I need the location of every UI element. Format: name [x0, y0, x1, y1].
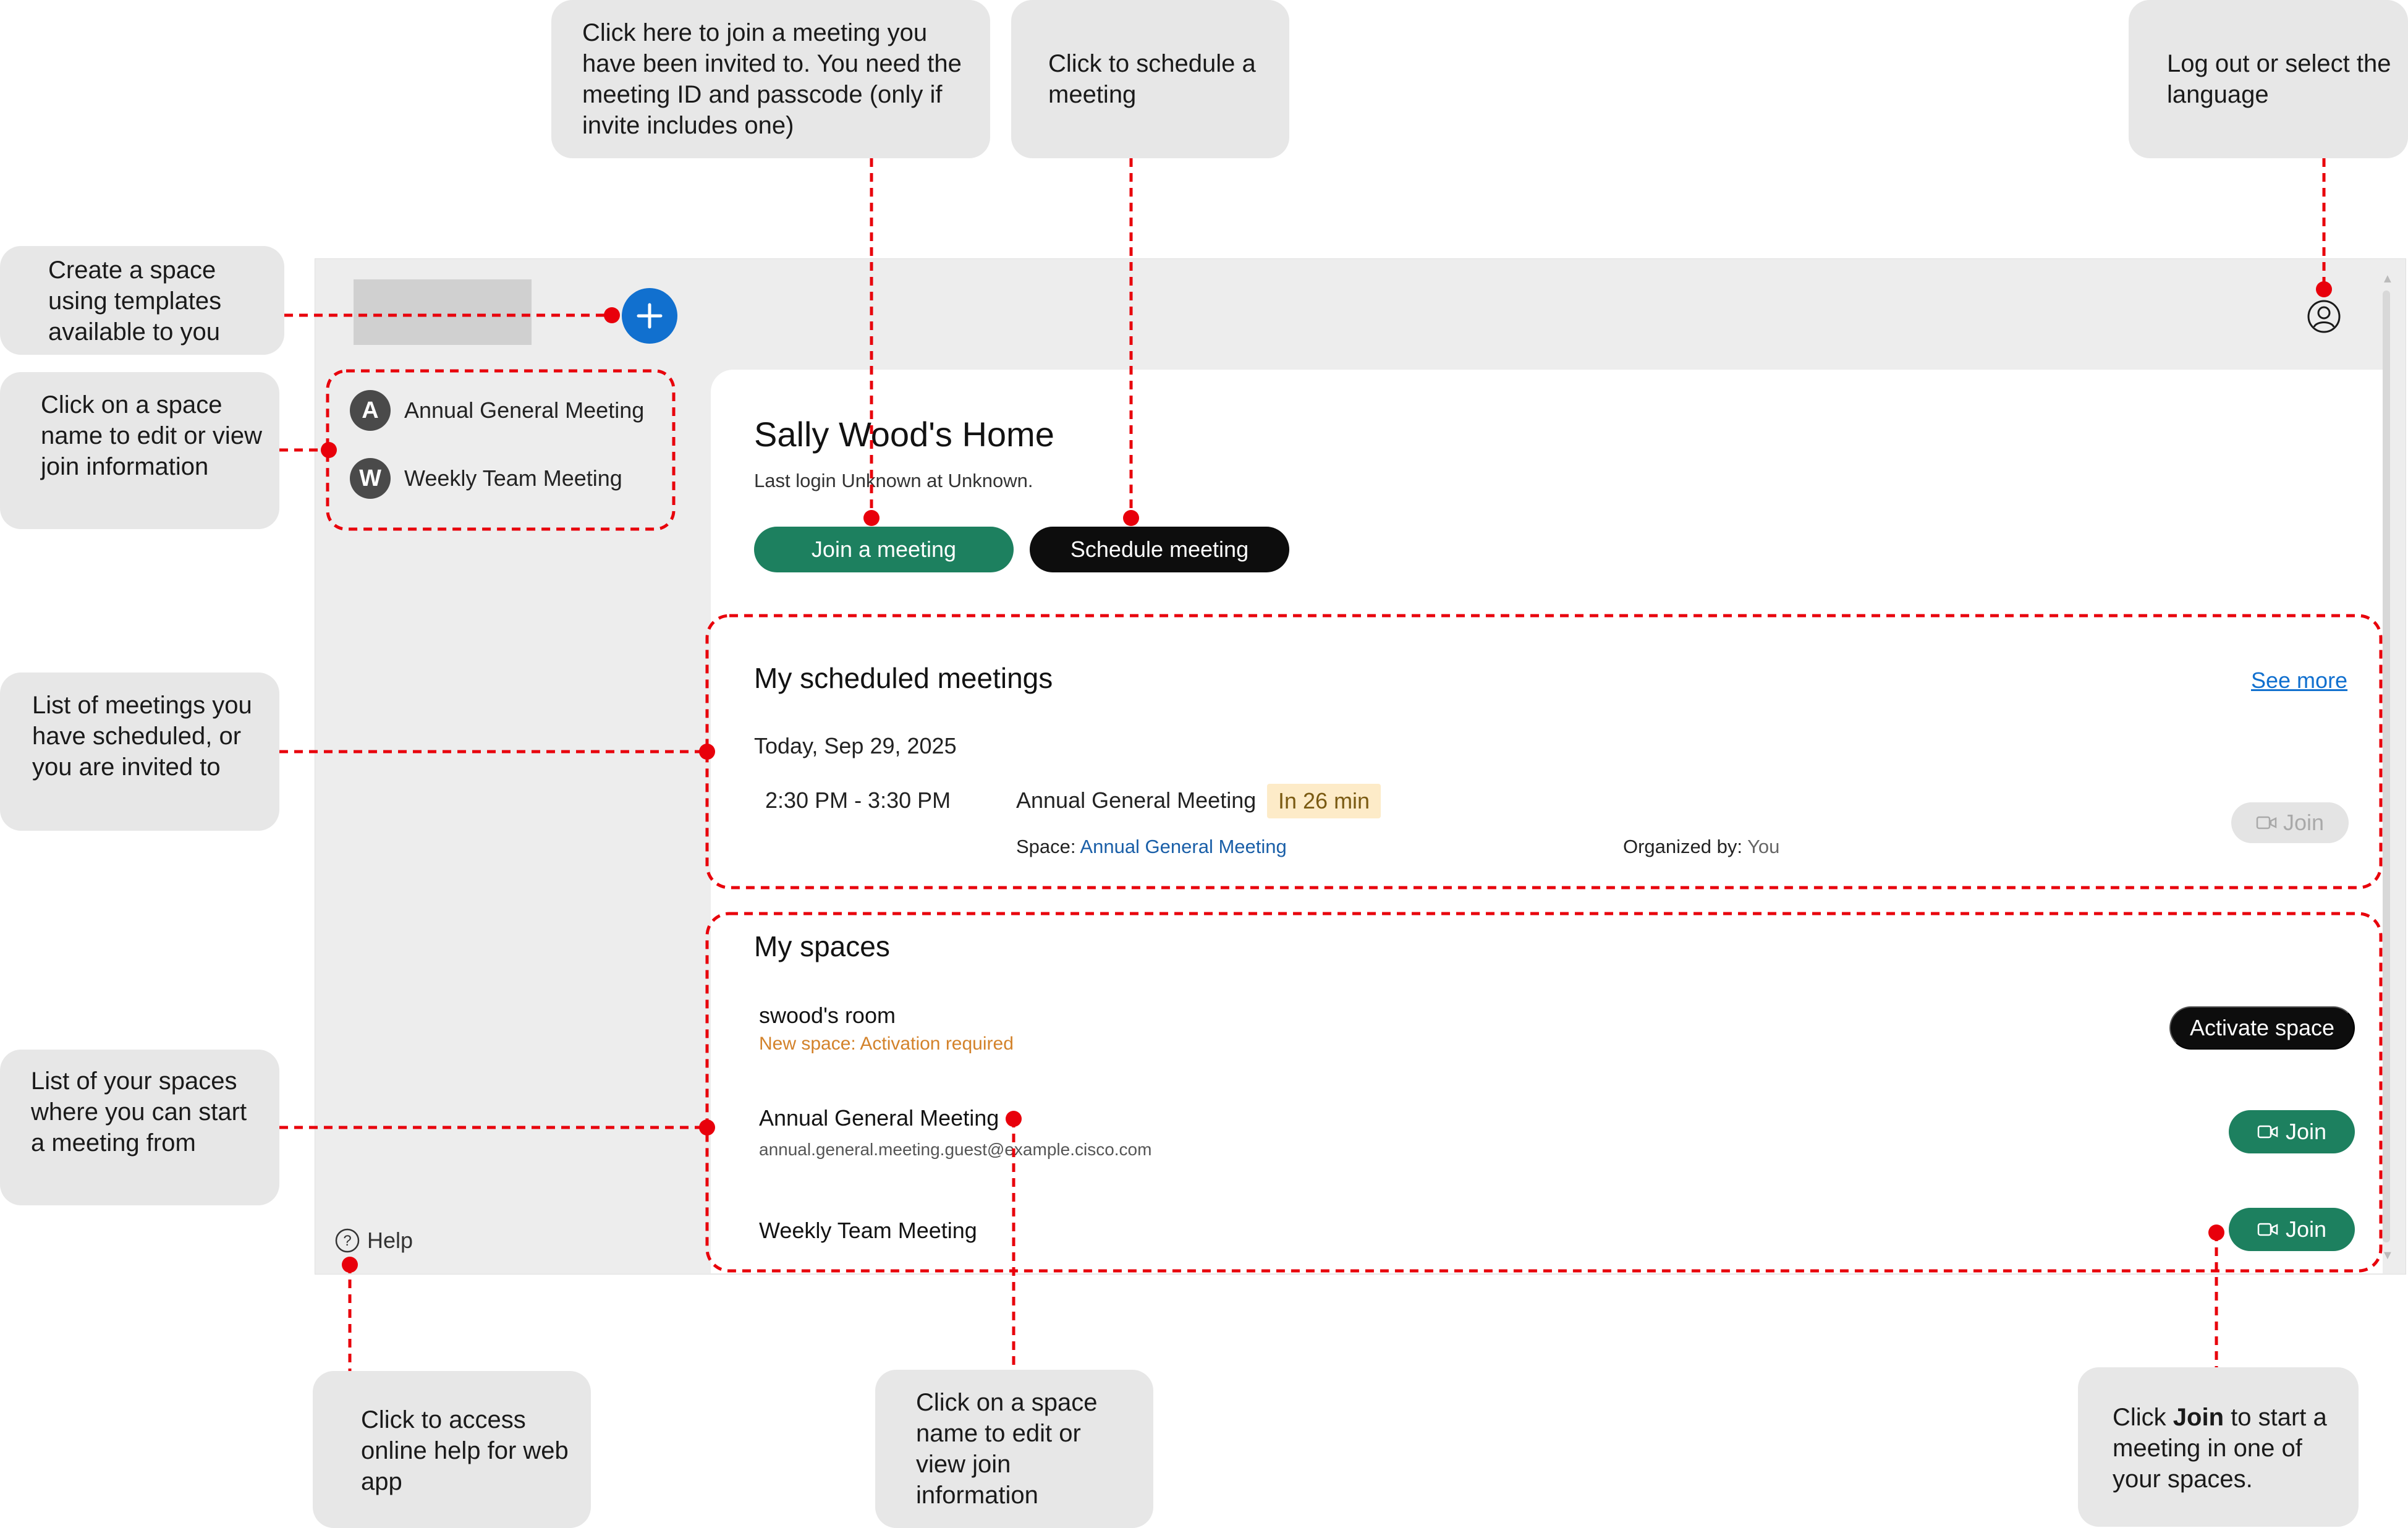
callout-space-name: Click on a space name to edit or view jo… — [875, 1370, 1153, 1528]
callout-sidebar-space: Click on a space name to edit or view jo… — [0, 372, 279, 529]
plus-icon — [637, 303, 663, 329]
last-login-text: Last login Unknown at Unknown. — [754, 470, 1033, 491]
meeting-time: 2:30 PM - 3:30 PM — [765, 787, 951, 813]
scroll-up-icon[interactable]: ▲ — [2381, 272, 2394, 286]
sidebar-item-label: Weekly Team Meeting — [404, 465, 622, 491]
sidebar-item-weekly-team-meeting[interactable]: W Weekly Team Meeting — [350, 454, 622, 503]
meeting-join-button[interactable]: Join — [2231, 802, 2349, 843]
avatar: A — [350, 390, 391, 431]
callout-logout: Log out or select the language — [2129, 0, 2408, 158]
sidebar-item-label: Annual General Meeting — [404, 397, 645, 423]
space-activation-notice: New space: Activation required — [759, 1034, 1014, 1054]
video-icon — [2257, 1125, 2278, 1139]
video-icon — [2256, 816, 2277, 830]
join-label: Join — [2285, 1216, 2327, 1242]
callout-schedule: Click to schedule a meeting — [1011, 0, 1289, 158]
join-meeting-button[interactable]: Join a meeting — [754, 527, 1014, 572]
create-space-button[interactable] — [622, 288, 677, 344]
callout-join-space-prefix: Click — [2113, 1404, 2173, 1431]
see-more-link[interactable]: See more — [2251, 668, 2348, 693]
organized-label: Organized by: — [1623, 836, 1742, 857]
my-spaces-title: My spaces — [754, 930, 890, 962]
space-join-button-weekly[interactable]: Join — [2229, 1208, 2355, 1251]
callout-join-space-bold: Join — [2173, 1404, 2224, 1431]
meeting-organizer: Organized by: You — [1623, 836, 1779, 858]
join-label: Join — [2283, 810, 2325, 835]
user-icon — [2307, 300, 2341, 333]
space-name-annual-general-meeting[interactable]: Annual General Meeting — [759, 1105, 999, 1131]
help-label: Help — [367, 1228, 413, 1253]
status-badge: In 26 min — [1267, 784, 1381, 818]
scheduled-meetings-title: My scheduled meetings — [754, 662, 1053, 694]
callout-help: Click to access online help for web app — [313, 1371, 591, 1528]
meeting-name[interactable]: Annual General Meeting — [1016, 787, 1257, 813]
page-title: Sally Wood's Home — [754, 415, 1054, 454]
callout-create-space: Create a space using templates available… — [0, 246, 284, 355]
avatar: W — [350, 458, 391, 499]
space-join-button-annual[interactable]: Join — [2229, 1110, 2355, 1153]
help-icon: ? — [335, 1228, 360, 1253]
meeting-space: Space: Annual General Meeting — [1016, 836, 1287, 858]
help-link[interactable]: ? Help — [335, 1228, 413, 1254]
space-name-weekly-team-meeting[interactable]: Weekly Team Meeting — [759, 1218, 977, 1243]
meetings-date: Today, Sep 29, 2025 — [754, 733, 957, 758]
callout-spaces-list: List of your spaces where you can start … — [0, 1050, 279, 1205]
space-label: Space: — [1016, 836, 1076, 857]
svg-text:?: ? — [343, 1233, 351, 1249]
logo-placeholder — [354, 279, 532, 345]
main-panel — [711, 370, 2383, 1273]
sidebar-item-annual-general-meeting[interactable]: A Annual General Meeting — [350, 386, 644, 435]
scrollbar[interactable] — [2383, 291, 2390, 1242]
meeting-space-link[interactable]: Annual General Meeting — [1080, 836, 1287, 857]
callout-meetings-list: List of meetings you have scheduled, or … — [0, 673, 279, 831]
organized-value: You — [1747, 836, 1780, 857]
join-label: Join — [2285, 1119, 2327, 1144]
scroll-down-icon[interactable]: ▼ — [2381, 1249, 2394, 1262]
user-menu-button[interactable] — [2307, 299, 2341, 334]
video-icon — [2257, 1223, 2278, 1236]
callout-join-space: Click Join to start a meeting in one of … — [2078, 1367, 2359, 1527]
callout-join-space-suffix: to start a meeting in one of your spaces… — [2113, 1404, 2327, 1493]
space-name-swoods-room[interactable]: swood's room — [759, 1003, 896, 1028]
space-email: annual.general.meeting.guest@example.cis… — [759, 1140, 1152, 1159]
activate-space-button[interactable]: Activate space — [2169, 1006, 2355, 1050]
schedule-meeting-button[interactable]: Schedule meeting — [1030, 527, 1289, 572]
callout-join-meeting: Click here to join a meeting you have be… — [551, 0, 990, 158]
